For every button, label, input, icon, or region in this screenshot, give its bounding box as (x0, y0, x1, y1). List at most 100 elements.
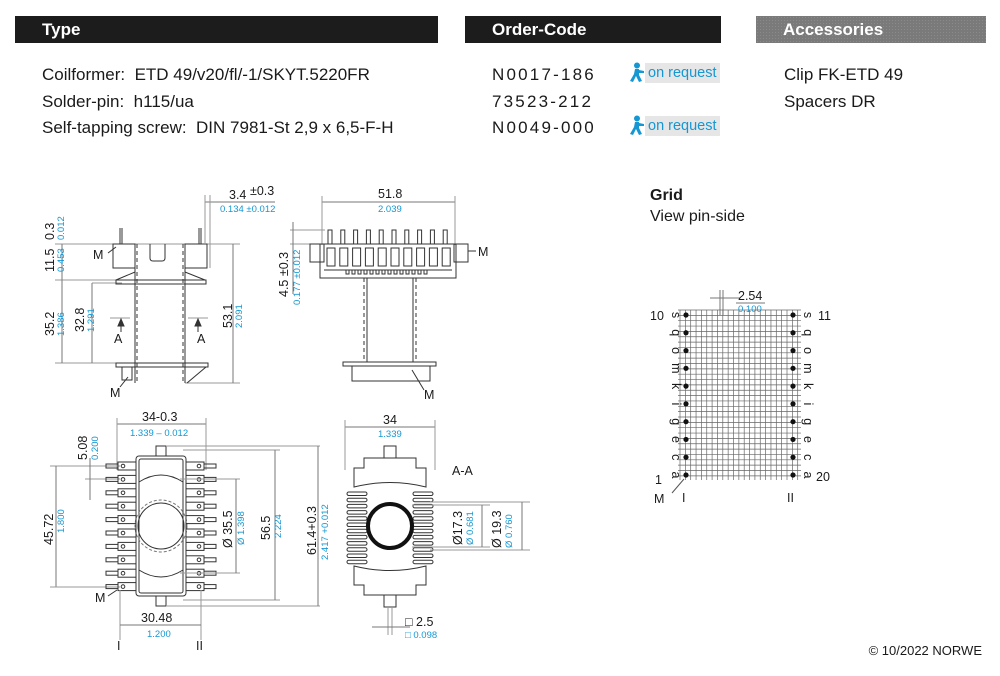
pin-position (790, 419, 796, 425)
pin-slot (411, 269, 416, 275)
grid-row-letter: k (669, 383, 683, 390)
pin-position (683, 312, 689, 318)
pin-slot (393, 269, 398, 275)
pin-pad (185, 501, 205, 511)
dim-53-1: 53.1 (221, 304, 235, 328)
item-value: h115/ua (133, 92, 194, 111)
grid-row-letter: i (801, 402, 815, 405)
pin-number-20: 20 (816, 470, 830, 484)
pin-number-10: 10 (650, 309, 664, 323)
pin-hole (120, 530, 126, 536)
cooling-fin (346, 491, 368, 496)
dim-61-4: 61.4+0.3 (305, 506, 319, 555)
grid-row-letter: s (669, 312, 683, 318)
pin-pad (117, 528, 137, 538)
order-code-header: Order-Code (465, 16, 721, 43)
pin-hole (196, 530, 202, 536)
cooling-fin (412, 553, 434, 558)
pin-hole (120, 477, 126, 482)
pin-hole (120, 544, 126, 549)
solder-pin (105, 517, 119, 523)
dim-17-3: Ø17.3 (451, 511, 465, 545)
dim-19-3: Ø 19.3 (490, 510, 504, 548)
grid-row-letter: s (801, 312, 815, 318)
grid-row-letter: g (801, 418, 815, 425)
pin-position (683, 472, 689, 478)
pin-position (683, 454, 689, 460)
pin-pad (185, 515, 205, 525)
dim-32-8: 32.8 (73, 308, 87, 332)
solder-pin (203, 503, 217, 509)
grid-row-letter: a (669, 472, 683, 479)
cooling-fin (346, 522, 368, 527)
solder-pin (203, 557, 217, 563)
type-header: Type (15, 16, 438, 43)
running-man-icon (630, 62, 644, 82)
pin-position (683, 401, 689, 407)
cooling-fin (412, 528, 434, 534)
solder-pin (105, 543, 119, 549)
cooling-fin (346, 497, 368, 503)
m-label: M (424, 388, 434, 402)
pin-position (790, 436, 796, 443)
pin-position (683, 383, 689, 389)
dim-35-2: 35.2 (43, 312, 57, 336)
dim-3-4-in: 0.134 ±0.012 (220, 204, 275, 215)
dim-35-2-in: 1.386 (56, 312, 67, 336)
section-view-dimensions: 34 1.339 A-A Ø17.3 Ø 0.681 Ø 19.3 Ø 0.76… (378, 413, 515, 641)
copyright: © 10/2022 NORWE (868, 643, 982, 658)
grid-row-letter: k (801, 383, 815, 390)
grid-row-letter: q (669, 329, 683, 336)
pin-pocket (428, 247, 438, 267)
dim-4-5: 4.5 ±0.3 (277, 252, 291, 297)
dim-56-5-in: 2.224 (273, 514, 284, 538)
pin-slot (351, 269, 356, 275)
pin-hole (196, 544, 202, 549)
pin-hole (120, 517, 126, 522)
grid-row-letter: g (669, 418, 683, 425)
side-view-drawing (55, 195, 275, 388)
dim-30-48-in: 1.200 (147, 629, 171, 640)
pin-position (683, 419, 689, 425)
pin-slot (399, 269, 404, 275)
on-request-badge-1[interactable]: on request (627, 62, 720, 84)
accessory-item: Spacers DR (784, 92, 876, 111)
dim-0-3-in: 0.012 (56, 216, 67, 240)
accessories-header: Accessories (756, 16, 986, 43)
cooling-fin (346, 553, 368, 558)
item-label: Solder-pin: (42, 92, 125, 111)
pin-pad (117, 488, 137, 498)
solder-pin (353, 229, 359, 245)
pin-pad (117, 555, 137, 565)
m-label: M (478, 245, 488, 259)
pin-pad (117, 515, 137, 525)
dim-5-08: 5.08 (76, 436, 90, 460)
pin-position (790, 472, 796, 478)
grid-row-letter: m (801, 363, 815, 373)
order-code-2: 73523-212 (492, 92, 594, 111)
cooling-fin (346, 559, 368, 565)
pin-pad (185, 461, 205, 471)
dim-32-8-in: 1.291 (86, 308, 97, 332)
pin-hole (120, 570, 126, 576)
dim-45-72-in: 1.800 (56, 509, 67, 533)
dim-5-08-in: 0.200 (90, 436, 101, 460)
item-value: DIN 7981-St 2,9 x 6,5-F-H (196, 118, 394, 137)
solder-pin (340, 229, 346, 245)
grid-row-letter: m (669, 363, 683, 373)
pin-position (790, 454, 796, 460)
solder-pin (203, 517, 217, 523)
pin-pocket (441, 247, 451, 267)
order-code-header-label: Order-Code (492, 20, 587, 39)
pin-pocket (339, 247, 349, 267)
pin-pocket (377, 247, 387, 267)
dim-51-8: 51.8 (378, 187, 402, 201)
pin-slot (363, 269, 368, 275)
row-ii-label: II (196, 639, 203, 653)
front-view-dimensions: 51.8 2.039 4.5 ±0.3 0.177 ±0.012 M M (277, 187, 488, 402)
accessories-header-label: Accessories (783, 20, 884, 39)
on-request-badge-2[interactable]: on request (627, 115, 720, 137)
dim-17-3-in: Ø 0.681 (465, 511, 476, 545)
front-view-drawing (290, 196, 476, 391)
